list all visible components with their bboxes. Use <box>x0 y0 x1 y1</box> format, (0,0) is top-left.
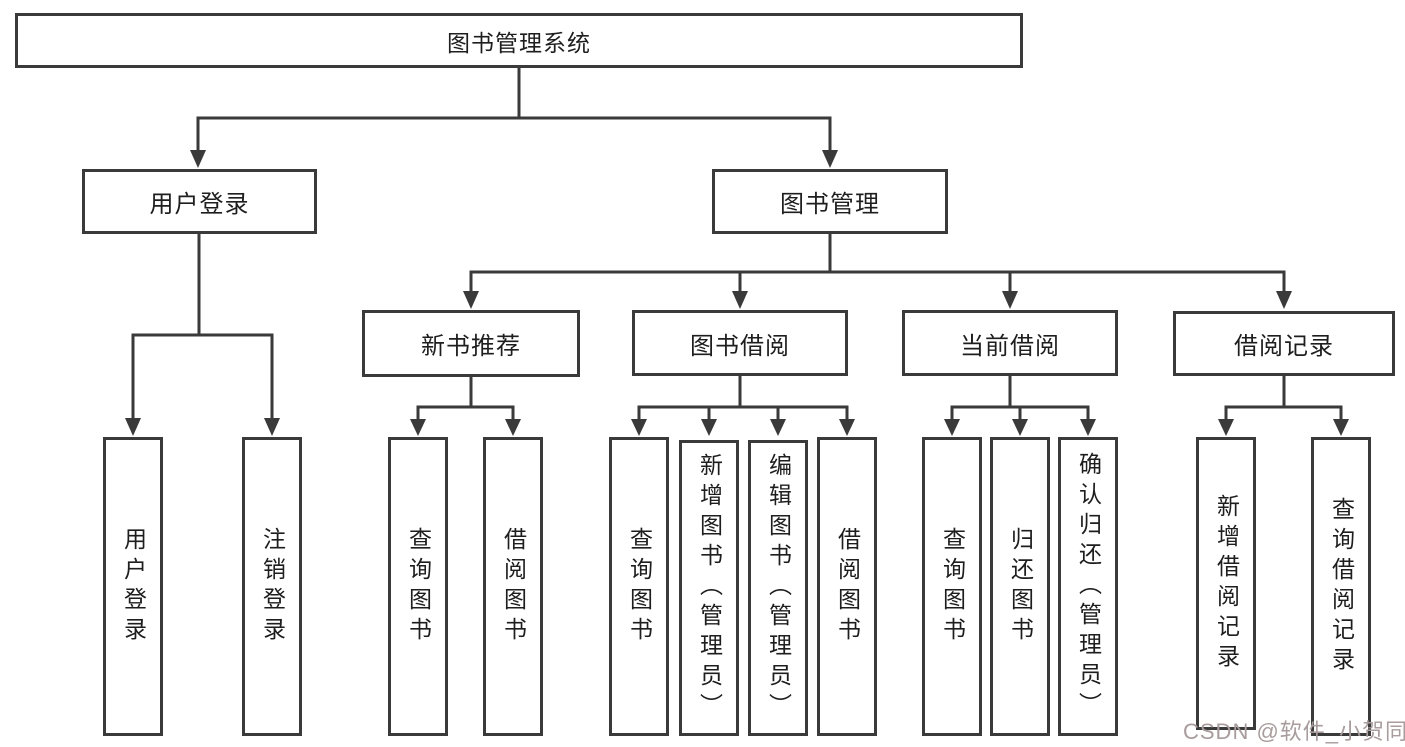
leaf-query-books-recommend: 查询图书 <box>388 437 448 736</box>
leaf-borrow-books-borrowing: 借阅图书 <box>817 437 877 736</box>
node-label: 图书借阅 <box>690 332 790 360</box>
connector-book-borrowing-branch <box>631 374 855 436</box>
connector-borrow-records-branch <box>1218 374 1349 436</box>
leaf-query-borrow-record: 查询借阅记录 <box>1311 437 1371 736</box>
node-label: 用户登录 <box>120 526 147 647</box>
node-label: 新增借阅记录 <box>1213 493 1240 674</box>
csdn-watermark: CSDN @软件_小贺同学 <box>1183 719 1405 744</box>
connector-current-borrowing-branch <box>944 374 1096 436</box>
leaf-user-login: 用户登录 <box>103 437 163 736</box>
node-label: 新书推荐 <box>421 333 521 360</box>
leaf-add-book-admin: 新增图书（管理员） <box>679 440 739 736</box>
connector-book-management-branch <box>463 231 1292 309</box>
leaf-query-books-borrowing: 查询图书 <box>609 437 669 736</box>
node-library-management-system: 图书管理系统 <box>15 13 1023 68</box>
node-user-login: 用户登录 <box>82 169 317 234</box>
node-label: 图书管理系统 <box>447 29 591 56</box>
node-label: 查询图书 <box>939 526 966 647</box>
leaf-query-books-current: 查询图书 <box>922 437 982 736</box>
leaf-confirm-return-admin: 确认归还（管理员） <box>1058 437 1118 736</box>
leaf-return-book: 归还图书 <box>990 437 1050 736</box>
leaf-add-borrow-record: 新增借阅记录 <box>1196 437 1256 730</box>
node-label: 借阅记录 <box>1234 333 1334 360</box>
node-label: 图书管理 <box>780 191 880 218</box>
node-label: 当前借阅 <box>960 332 1060 360</box>
node-label: 查询图书 <box>626 526 653 647</box>
leaf-edit-book-admin: 编辑图书（管理员） <box>748 440 808 736</box>
leaf-borrow-books-recommend: 借阅图书 <box>483 437 543 736</box>
node-new-book-recommend: 新书推荐 <box>362 310 580 377</box>
connector-new-book-branch <box>410 374 521 436</box>
node-label: 归还图书 <box>1007 526 1034 647</box>
node-current-borrowing: 当前借阅 <box>902 310 1118 376</box>
connector-user-login-branch <box>125 231 280 436</box>
node-book-management: 图书管理 <box>712 169 948 234</box>
leaf-logout: 注销登录 <box>242 437 302 736</box>
node-book-borrowing: 图书借阅 <box>632 310 848 376</box>
node-borrow-records: 借阅记录 <box>1173 311 1395 376</box>
node-label: 查询图书 <box>405 526 432 647</box>
node-label: 查询借阅记录 <box>1328 496 1355 677</box>
node-label: 借阅图书 <box>834 526 861 647</box>
node-label: 编辑图书（管理员） <box>765 453 792 723</box>
node-label: 确认归还（管理员） <box>1075 451 1102 722</box>
node-label: 新增图书（管理员） <box>696 453 723 723</box>
node-label: 用户登录 <box>149 191 250 218</box>
node-label: 借阅图书 <box>500 526 527 647</box>
connector-root-branch <box>190 66 838 168</box>
node-label: 注销登录 <box>259 526 286 647</box>
